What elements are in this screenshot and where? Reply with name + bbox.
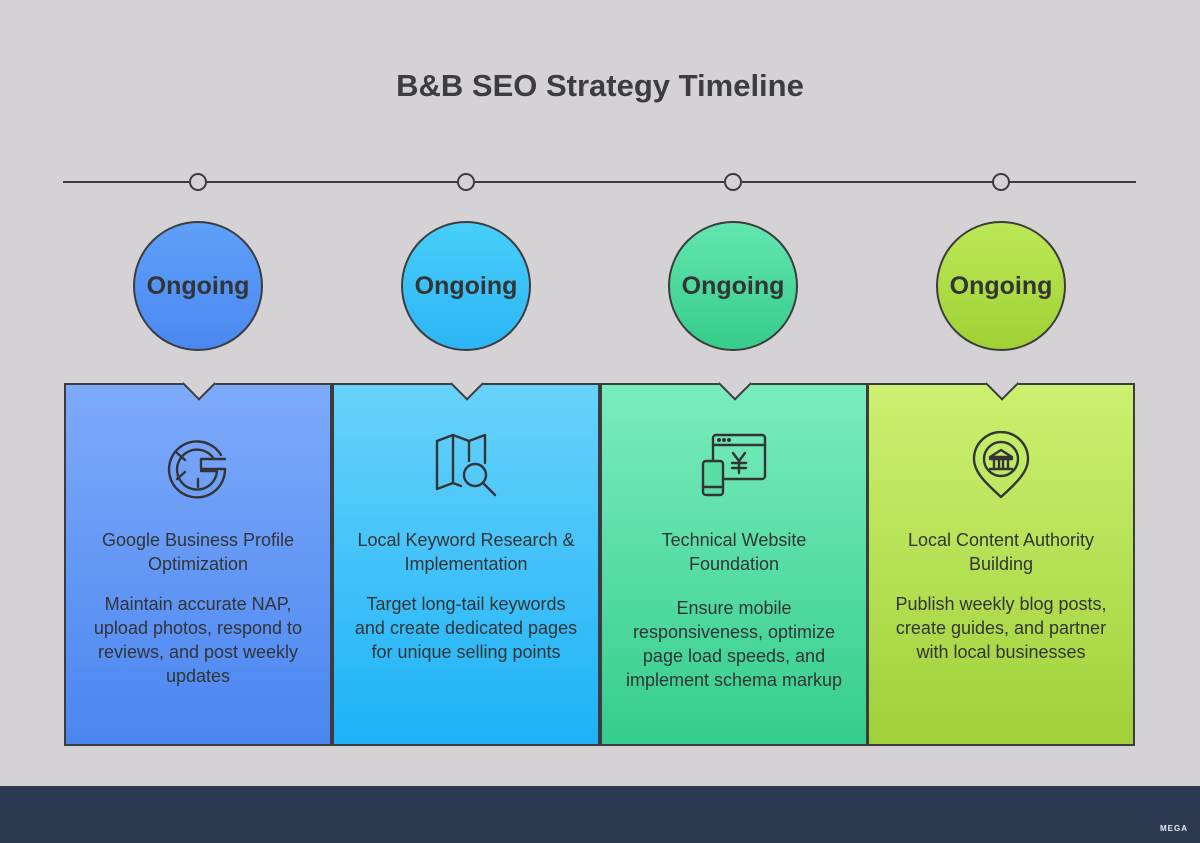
stage-circle-1: Ongoing <box>133 221 263 351</box>
location-bank-icon <box>966 430 1036 501</box>
stage-card-content: Local Content Authority Building Publish… <box>867 366 1135 746</box>
stage-card-google: Google Business Profile Optimization Mai… <box>64 366 332 746</box>
stage-circle-3: Ongoing <box>668 221 798 351</box>
stage-title: Google Business Profile Optimization <box>101 530 295 574</box>
stage-description: Maintain accurate NAP, upload photos, re… <box>93 594 303 686</box>
stage-title: Local Keyword Research & Implementation <box>357 530 575 574</box>
web-mobile-yen-icon <box>699 431 769 501</box>
stage-description: Publish weekly blog posts, create guides… <box>895 594 1107 662</box>
timeline-node <box>457 173 475 191</box>
stage-title: Local Content Authority Building <box>907 530 1095 574</box>
page-title: B&B SEO Strategy Timeline <box>396 68 804 103</box>
timeline-node <box>724 173 742 191</box>
brand-logo: MEGA <box>1160 824 1188 833</box>
footer-bar: MEGA <box>0 786 1200 843</box>
stage-label: Ongoing <box>949 271 1053 300</box>
stage-description: Ensure mobile responsiveness, optimize p… <box>625 598 843 690</box>
timeline-node <box>992 173 1010 191</box>
stage-card-keyword: Local Keyword Research & Implementation … <box>332 366 600 746</box>
stage-label: Ongoing <box>146 271 250 300</box>
google-icon <box>163 431 233 501</box>
stage-circle-4: Ongoing <box>936 221 1066 351</box>
timeline-node <box>189 173 207 191</box>
stage-description: Target long-tail keywords and create ded… <box>354 594 578 662</box>
stage-label: Ongoing <box>414 271 518 300</box>
stage-card-technical: Technical Website Foundation Ensure mobi… <box>600 366 868 746</box>
map-search-icon <box>431 431 501 501</box>
stage-label: Ongoing <box>681 271 785 300</box>
stage-circle-2: Ongoing <box>401 221 531 351</box>
stage-title: Technical Website Foundation <box>661 530 807 574</box>
